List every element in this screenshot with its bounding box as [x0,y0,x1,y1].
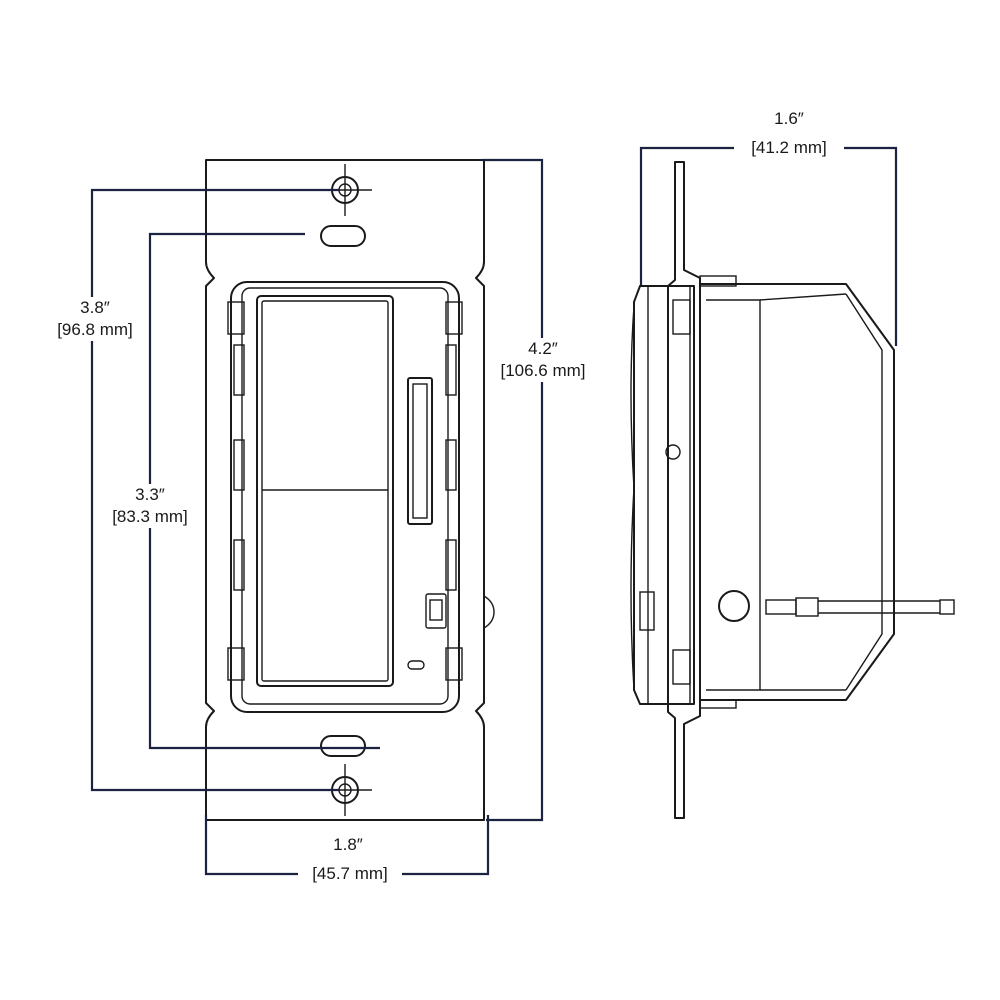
depth-metric: [41.2 mm] [751,138,827,157]
overall-height-metric: [106.6 mm] [500,361,586,380]
housing-lip [699,699,737,709]
outer-hole-spacing-label: 3.8″ [96.8 mm] [46,297,144,341]
dimension-line-outer-holes [90,188,340,792]
depth-imperial-label: 1.6″ [742,108,836,130]
housing-lip [699,275,737,287]
side-tab [672,649,691,685]
rocker-paddle-inner [261,300,389,682]
dimmer-slider [407,377,433,525]
dimmer-slider-inner [412,383,428,519]
air-gap-switch-inner [429,599,443,621]
led-indicator [407,660,425,670]
side-dimensions [639,146,898,346]
front-view [205,159,495,821]
side-notch [445,539,457,591]
side-tab [227,301,245,335]
side-tab [445,301,463,335]
side-notch [233,344,245,396]
lead-wire [818,600,940,614]
air-gap-switch [425,593,447,629]
overall-width-metric-label: [45.7 mm] [298,863,402,885]
outer-hole-spacing-imperial: 3.8″ [80,298,110,317]
wire-connector [765,599,797,615]
housing-bevel [845,293,883,691]
rocker-edge [630,305,635,691]
side-tab [227,647,245,681]
wire-end [939,599,955,615]
strap-profile [667,161,701,819]
mounting-strap [205,159,485,821]
side-notch [445,344,457,396]
overall-width-imperial-label: 1.8″ [310,834,386,856]
side-tab [445,647,463,681]
device-body [230,281,460,713]
side-tab [672,299,691,335]
side-notch [233,539,245,591]
ground-screw [718,590,750,622]
device-back-housing [699,283,895,701]
dimension-line-depth [639,146,898,346]
inner-hole-spacing-metric: [83.3 mm] [112,507,188,526]
outer-hole-spacing-metric: [96.8 mm] [57,320,133,339]
side-notch [233,439,245,491]
overall-height-imperial: 4.2″ [528,339,558,358]
device-front-face [633,285,695,705]
overall-width-metric: [45.7 mm] [312,864,388,883]
rocker-paddle [256,295,394,687]
side-notch [639,591,655,631]
overall-height-label: 4.2″ [106.6 mm] [488,338,598,382]
pivot-point [665,444,681,460]
depth-imperial: 1.6″ [774,109,804,128]
inner-hole-spacing-label: 3.3″ [83.3 mm] [101,484,199,528]
side-view [630,161,955,819]
device-bezel [241,287,449,705]
depth-metric-label: [41.2 mm] [734,137,844,159]
wire-connector [795,597,819,617]
housing-step [706,299,761,691]
mounting-slot [320,225,366,247]
overall-width-imperial: 1.8″ [333,835,363,854]
mounting-slot [320,735,366,757]
inner-hole-spacing-imperial: 3.3″ [135,485,165,504]
ground-screw [483,595,495,629]
side-notch [445,439,457,491]
dimension-line-overall-height [482,158,544,822]
